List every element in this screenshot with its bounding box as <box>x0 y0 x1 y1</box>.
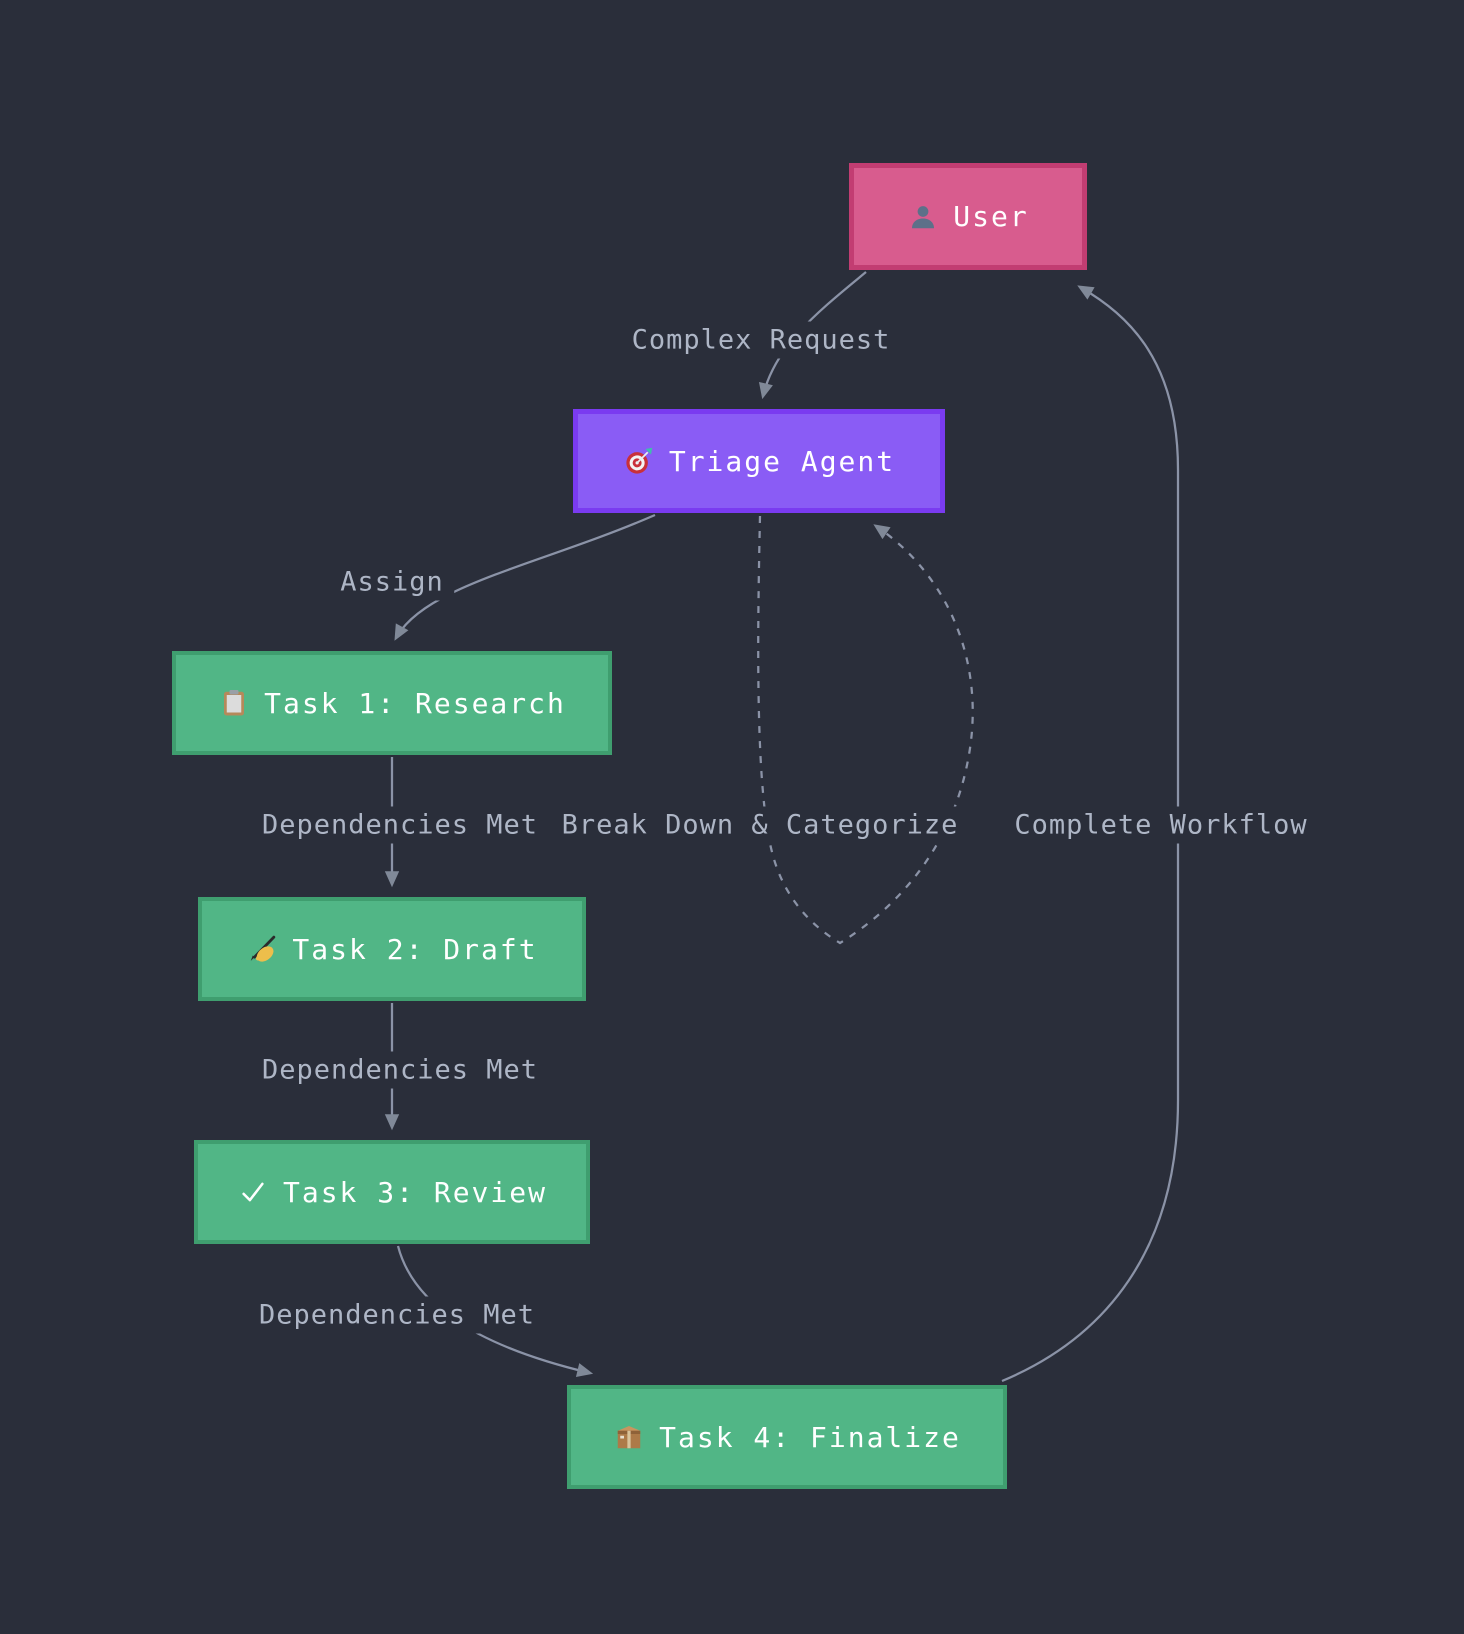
clipboard-icon <box>218 687 250 719</box>
node-task4-label: Task 4: Finalize <box>659 1420 961 1454</box>
node-task1-label: Task 1: Research <box>264 686 566 720</box>
edge-label-complex-request: Complex Request <box>621 321 901 359</box>
package-icon <box>613 1421 645 1453</box>
node-triage-label: Triage Agent <box>668 444 896 478</box>
node-user: User <box>849 163 1087 270</box>
target-icon <box>623 445 655 477</box>
node-task-1: Task 1: Research <box>172 651 612 755</box>
writing-hand-icon <box>246 933 278 965</box>
edge-label-complete-workflow: Complete Workflow <box>1004 806 1318 844</box>
edge-triage-to-task1 <box>394 513 656 641</box>
check-icon <box>237 1176 269 1208</box>
edge-label-dependencies-met-3: Dependencies Met <box>248 1296 546 1334</box>
user-icon <box>907 201 939 233</box>
edge-triage-self-loop <box>757 515 974 945</box>
edge-label-dependencies-met-2: Dependencies Met <box>251 1051 549 1089</box>
edge-label-dependencies-met-1: Dependencies Met <box>251 806 549 844</box>
node-user-label: User <box>953 200 1029 233</box>
node-task3-label: Task 3: Review <box>282 1175 547 1209</box>
node-task2-label: Task 2: Draft <box>292 932 538 966</box>
node-task-2: Task 2: Draft <box>198 897 586 1001</box>
edge-label-break-down-categorize: Break Down & Categorize <box>551 806 969 844</box>
node-task-3: Task 3: Review <box>194 1140 590 1244</box>
node-triage-agent: Triage Agent <box>573 409 945 513</box>
node-task-4: Task 4: Finalize <box>567 1385 1007 1489</box>
edge-task4-to-user <box>1001 285 1180 1383</box>
edge-label-assign: Assign <box>330 563 454 601</box>
